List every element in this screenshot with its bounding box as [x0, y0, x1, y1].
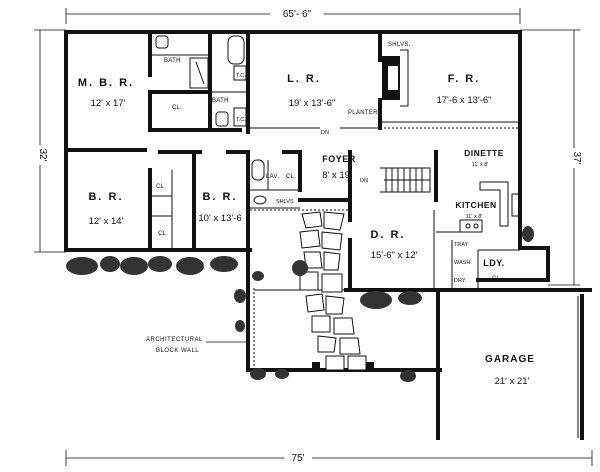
exterior-walls — [64, 30, 592, 440]
kitchen-counter — [459, 181, 521, 233]
room-garage-size: 21' x 21' — [495, 376, 530, 387]
room-dr-size: 15'-6" x 12' — [371, 250, 418, 261]
label-tray: TRAY — [454, 242, 469, 248]
room-br2-size: 10' x 13'-6 — [198, 213, 241, 224]
label-dn-lr: DN — [321, 130, 329, 136]
dimension-left: 32' — [32, 29, 66, 253]
dimension-right-label: 37' — [571, 151, 582, 164]
room-dinette-size: 11' x 8' — [472, 162, 489, 168]
label-cl-ldy: CL. — [492, 276, 502, 282]
room-br1-size: 12' x 14' — [89, 216, 124, 227]
room-foyer-name: FOYER — [322, 154, 356, 164]
room-br2-name: B. R. — [202, 191, 237, 203]
bath-fixtures — [155, 35, 267, 205]
room-kitchen-name: KITCHEN — [455, 200, 496, 210]
room-br1-name: B. R. — [88, 191, 123, 203]
room-kitchen-size: 11' x 8' — [466, 214, 483, 220]
note-block-wall-line2: BLOCK WALL — [156, 348, 199, 354]
dimension-right: 37' — [520, 29, 582, 286]
label-cl-br1: CL. — [156, 184, 166, 190]
label-dn-foyer: DN — [360, 178, 368, 184]
room-fr-name: F. R. — [448, 73, 481, 85]
label-wash: WASH. — [454, 260, 472, 266]
room-lr-name: L. R. — [287, 73, 321, 85]
room-foyer-size: 8' x 19' — [322, 170, 352, 181]
dimension-bottom-label: 75' — [291, 453, 304, 464]
label-planter: PLANTER — [348, 110, 378, 116]
room-lr-size: 19' x 13'-6" — [289, 98, 336, 109]
landscape-shrubs — [66, 226, 534, 382]
room-dr-name: D. R. — [370, 229, 405, 241]
room-dinette-name: DINETTE — [464, 148, 504, 158]
fireplace — [382, 49, 409, 107]
room-ldy-name: LDY. — [483, 258, 505, 268]
label-bath-top: BATH — [164, 58, 181, 64]
label-cl-mbr: CL. — [172, 105, 182, 111]
label-lav: LAV. — [266, 174, 279, 180]
label-cl-br1b: CL. — [158, 231, 168, 237]
dimension-top-label: 65'- 6" — [283, 9, 312, 20]
label-tc-top: T.C. — [236, 73, 246, 79]
room-mbr-name: M. B. R. — [78, 77, 134, 89]
label-tc-bottom: T.C. — [236, 117, 246, 123]
note-block-wall-line1: ARCHITECTURAL — [146, 337, 203, 343]
room-fr-size: 17'-6 x 13'-6" — [436, 95, 491, 106]
dimension-bottom: 75' — [65, 450, 593, 466]
stepping-stones — [299, 211, 367, 371]
label-bath-mid: BATH — [212, 98, 229, 104]
room-mbr-size: 12' x 17' — [91, 98, 126, 109]
dimension-left-label: 32' — [37, 148, 48, 161]
stairs — [380, 167, 431, 193]
interior-walls — [64, 30, 520, 292]
label-shlvs-fr: SHLVS. — [388, 42, 411, 48]
dimension-top: 65'- 6" — [65, 7, 521, 24]
label-dry: DRY. — [454, 278, 467, 284]
room-garage-name: GARAGE — [485, 354, 535, 365]
label-cl-foyer: CL. — [286, 174, 296, 180]
label-shlvs-foyer: SHLVS — [276, 199, 294, 205]
